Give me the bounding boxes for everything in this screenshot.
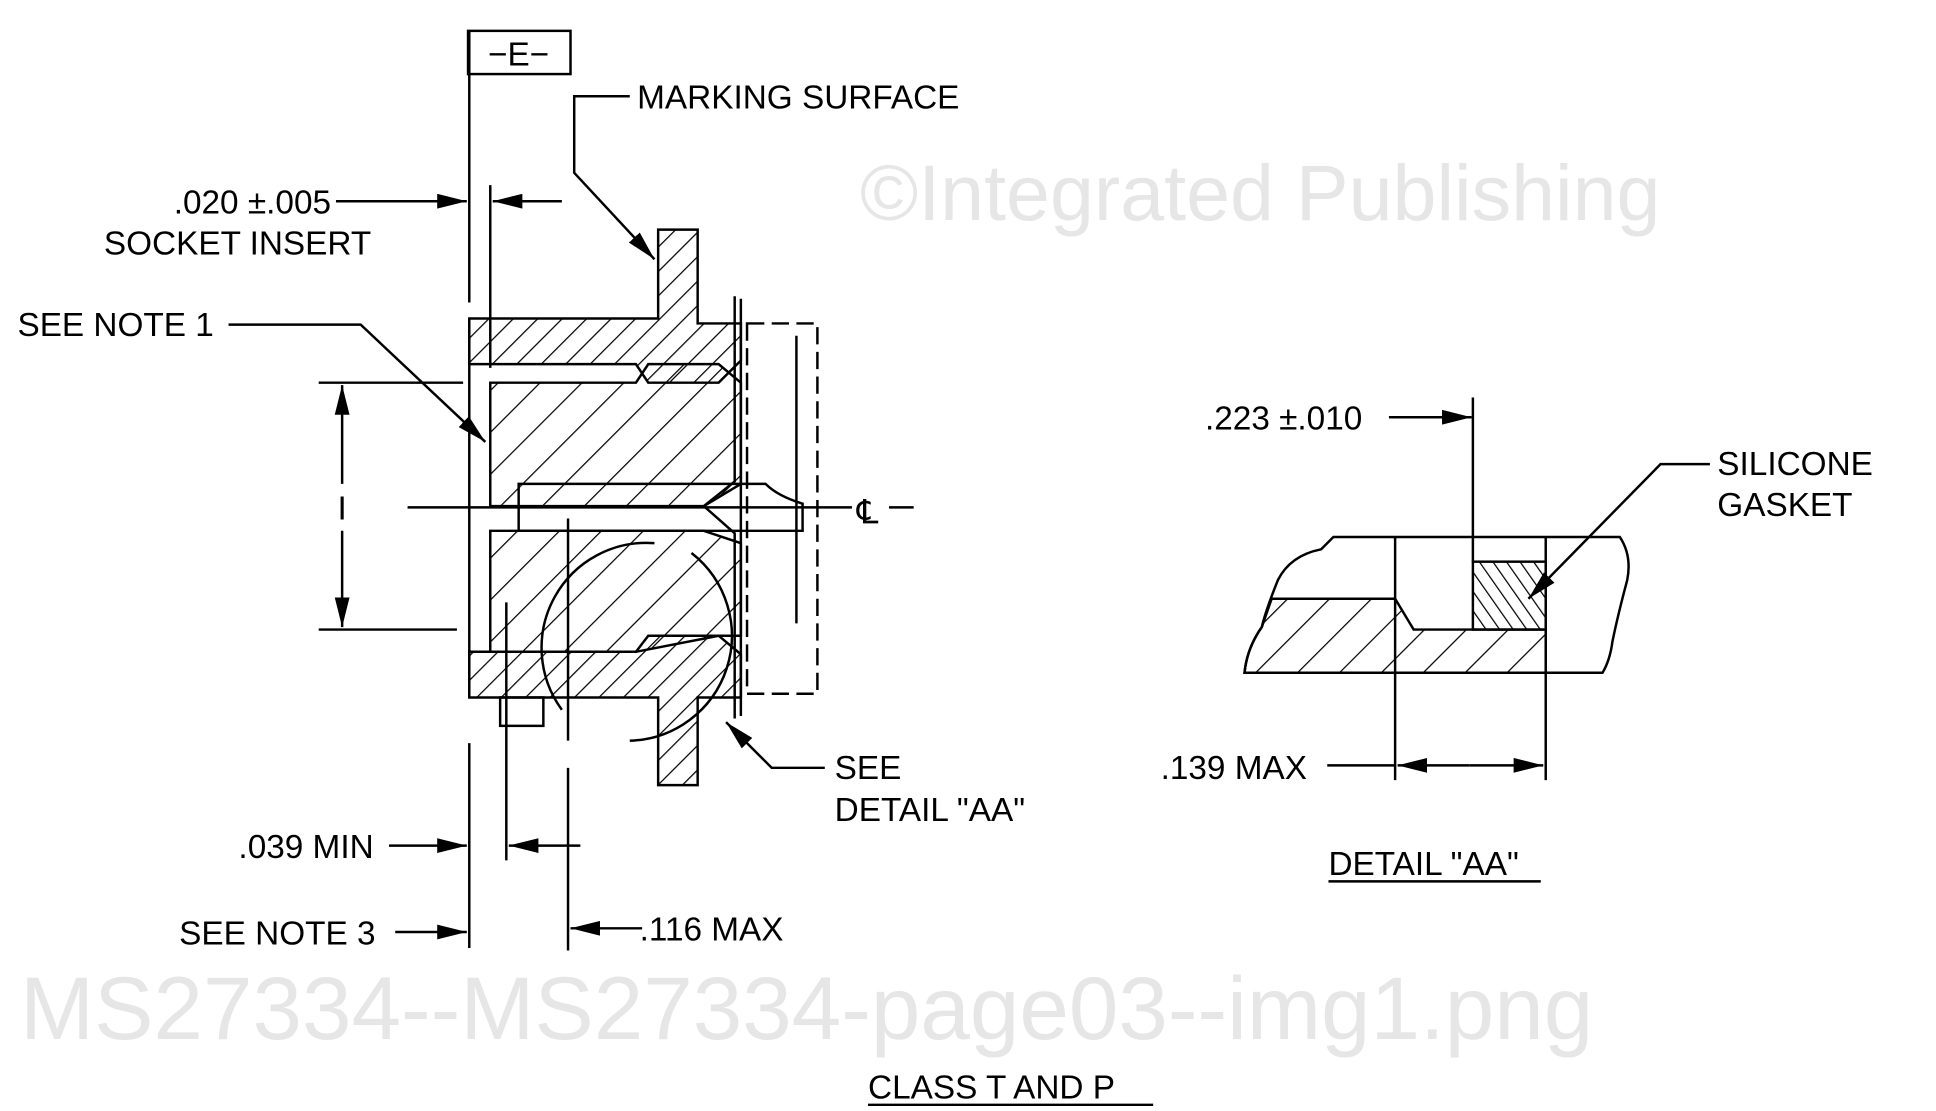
label-marking-surface: MARKING SURFACE	[637, 80, 959, 117]
dim-020: .020 ±.005	[174, 185, 331, 222]
label-detail-ref: DETAIL "AA"	[835, 792, 1025, 829]
label-see-note-1: SEE NOTE 1	[17, 307, 213, 344]
label-see: SEE	[835, 750, 902, 787]
see-note-1-leader	[228, 323, 487, 443]
dim-116: .116 MAX	[640, 912, 784, 949]
dim-i: I	[318, 381, 464, 631]
datum-e-box: −E−	[466, 29, 572, 76]
gasket-leader	[1527, 462, 1710, 600]
dim-i-label: I	[338, 491, 347, 528]
label-gasket: GASKET	[1717, 487, 1852, 524]
connector-section	[468, 228, 819, 787]
label-silicone: SILICONE	[1717, 446, 1873, 483]
watermark-line-1: ©Integrated Publishing	[860, 148, 1661, 237]
datum-label: −E−	[488, 36, 549, 73]
watermark-line-2: MS27334--MS27334-page03--img1.png	[20, 958, 1594, 1058]
centerline-symbol: ℄	[856, 494, 879, 531]
see-detail-leader	[725, 721, 825, 770]
detail-aa	[1243, 397, 1630, 781]
class-caption: CLASS T AND P	[868, 1070, 1115, 1107]
marking-surface-leader	[572, 95, 656, 261]
centerline: ℄	[407, 494, 914, 531]
label-see-note-3: SEE NOTE 3	[179, 915, 375, 952]
dim-223: .223 ±.010	[1205, 401, 1362, 438]
label-socket-insert: SOCKET INSERT	[104, 225, 371, 262]
detail-caption: DETAIL "AA"	[1328, 846, 1518, 883]
dim-139: .139 MAX	[1161, 750, 1307, 787]
dim-039: .039 MIN	[238, 829, 373, 866]
